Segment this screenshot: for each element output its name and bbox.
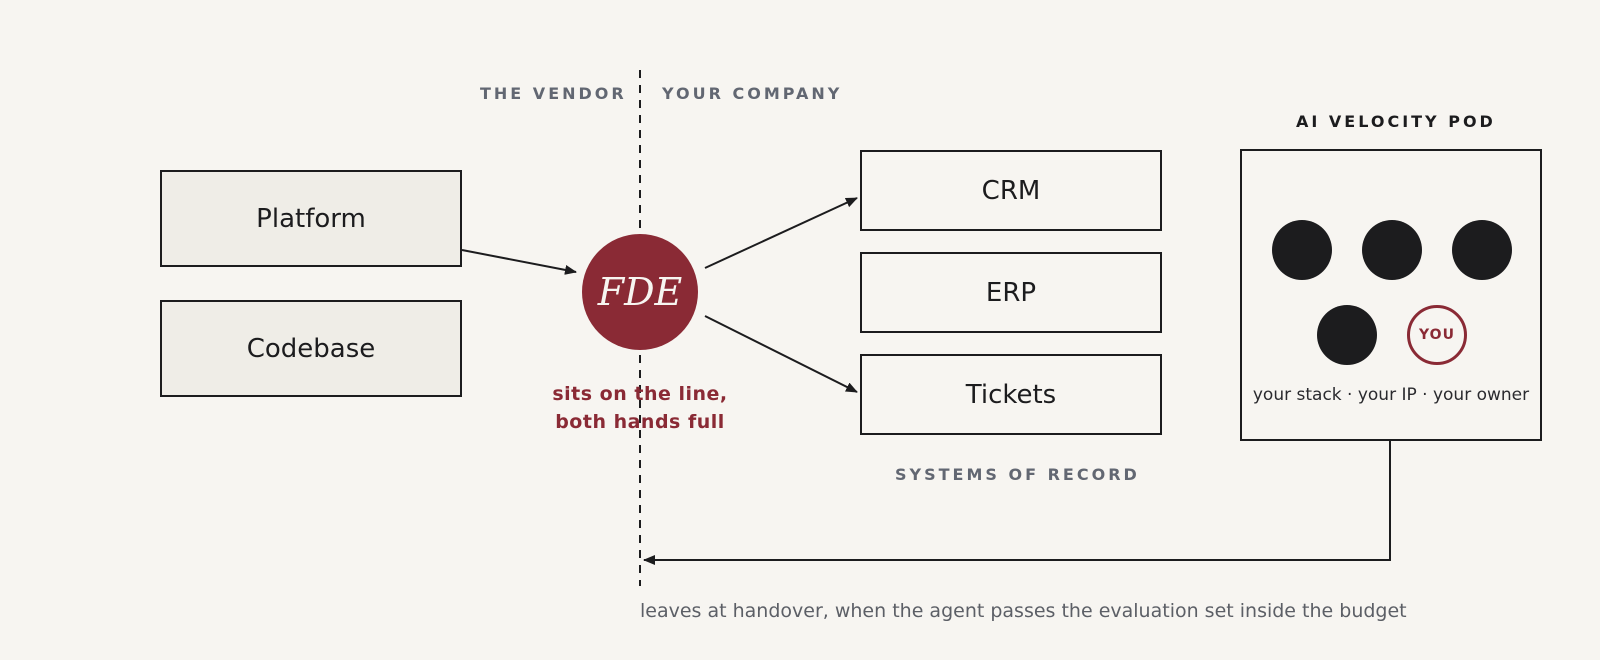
- company-label: YOUR COMPANY: [662, 84, 843, 103]
- pod-caption: your stack · your IP · your owner: [1252, 385, 1530, 405]
- tickets-box: Tickets: [860, 354, 1162, 435]
- fde-caption: sits on the line, both hands full: [540, 380, 740, 436]
- arrow-pod-to-line: [643, 441, 1391, 565]
- vendor-label: THE VENDOR: [480, 84, 627, 103]
- fde-caption-line-1: sits on the line,: [552, 383, 728, 405]
- fde-node: FDE: [582, 234, 698, 350]
- systems-of-record-label: SYSTEMS OF RECORD: [895, 465, 1140, 484]
- pod-member-avatar: [1452, 220, 1512, 280]
- fde-label: FDE: [597, 270, 683, 314]
- you-avatar: YOU: [1407, 305, 1467, 365]
- pod-member-avatar: [1272, 220, 1332, 280]
- handover-note: leaves at handover, when the agent passe…: [640, 600, 1407, 622]
- platform-box: Platform: [160, 170, 462, 267]
- codebase-box: Codebase: [160, 300, 462, 397]
- arrow-fde-to-tickets: [704, 315, 858, 393]
- pod-member-avatar: [1362, 220, 1422, 280]
- fde-caption-line-2: both hands full: [555, 411, 725, 433]
- erp-box: ERP: [860, 252, 1162, 333]
- crm-box: CRM: [860, 150, 1162, 231]
- you-label: YOU: [1419, 327, 1455, 343]
- pod-title: AI VELOCITY POD: [1296, 112, 1496, 131]
- ai-velocity-pod: YOU your stack · your IP · your owner: [1240, 149, 1542, 441]
- arrow-platform-to-fde: [461, 249, 577, 275]
- arrow-fde-to-crm: [704, 197, 858, 269]
- pod-member-avatar: [1317, 305, 1377, 365]
